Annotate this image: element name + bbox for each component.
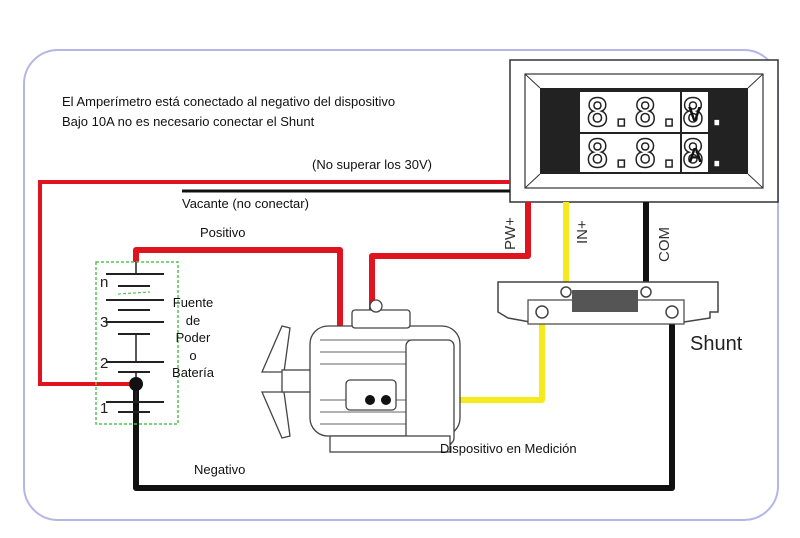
meter-bevel xyxy=(524,73,764,189)
black-wire-negative xyxy=(133,312,675,491)
shunt-resistor xyxy=(572,290,638,312)
fan-blade-top xyxy=(261,325,291,373)
shunt-screw-com xyxy=(640,286,652,298)
motor xyxy=(261,299,461,453)
motor-terminal-plate xyxy=(345,379,397,411)
battery-label-line: Poder xyxy=(175,330,211,345)
shunt-label: Shunt xyxy=(690,333,743,355)
battery-cells xyxy=(106,273,164,413)
shunt-screw-left xyxy=(535,305,549,319)
cell-label-n: n xyxy=(100,274,109,291)
device-label: Dispositivo en Medición xyxy=(440,441,577,456)
note-line1: El Amperímetro está conectado al negativ… xyxy=(62,94,396,109)
battery-label-line: Batería xyxy=(172,365,214,380)
meter xyxy=(509,59,779,203)
terminal-pw-label: PW+ xyxy=(502,217,519,250)
display-row-bottom xyxy=(580,134,680,172)
negative-wire-label: Negativo xyxy=(194,462,246,477)
battery xyxy=(95,261,179,425)
display-row-top xyxy=(580,92,680,132)
voltage-limit-note: (No superar los 30V) xyxy=(312,157,432,172)
note-line2: Bajo 10A no es necesario conectar el Shu… xyxy=(62,114,315,129)
battery-label-line: de xyxy=(185,312,201,328)
shunt xyxy=(497,281,719,325)
vacant-wire-label: Vacante (no conectar) xyxy=(182,196,309,211)
unit-amp-label: A xyxy=(688,145,703,167)
cell-label-1: 1 xyxy=(100,400,109,417)
battery-break xyxy=(117,291,151,295)
motor-terminal-box xyxy=(351,309,411,329)
unit-volt-label: V xyxy=(688,104,702,126)
battery-label: Fuente de Poder o Batería xyxy=(160,294,226,382)
motor-terminal-pos xyxy=(365,395,375,405)
battery-junction xyxy=(129,377,143,391)
shunt-screw-in xyxy=(560,286,572,298)
battery-label-line: Fuente xyxy=(172,295,214,310)
fan-blade-bottom xyxy=(261,391,291,439)
unit-box-bottom xyxy=(682,134,708,172)
motor-shaft xyxy=(281,369,313,393)
red-wire-voltage xyxy=(38,180,510,386)
motor-lifting-eye xyxy=(369,299,383,313)
positive-wire-label: Positivo xyxy=(200,225,246,240)
battery-outline xyxy=(95,261,179,425)
motor-terminal-neg xyxy=(381,395,391,405)
cell-label-3: 3 xyxy=(100,314,109,331)
motor-foot xyxy=(329,435,451,453)
outer-frame xyxy=(23,49,779,521)
cell-label-2: 2 xyxy=(100,355,109,372)
unit-box-top xyxy=(682,92,708,132)
display-digits-top: 8.8.8. xyxy=(585,91,730,135)
motor-endcap xyxy=(405,339,455,445)
terminal-com-label: COM xyxy=(656,227,673,262)
battery-label-line: o xyxy=(189,347,197,363)
terminal-in-label: IN+ xyxy=(574,220,591,244)
shunt-screw-right xyxy=(665,305,679,319)
display-digits-bottom: 8.8.8. xyxy=(585,132,730,176)
